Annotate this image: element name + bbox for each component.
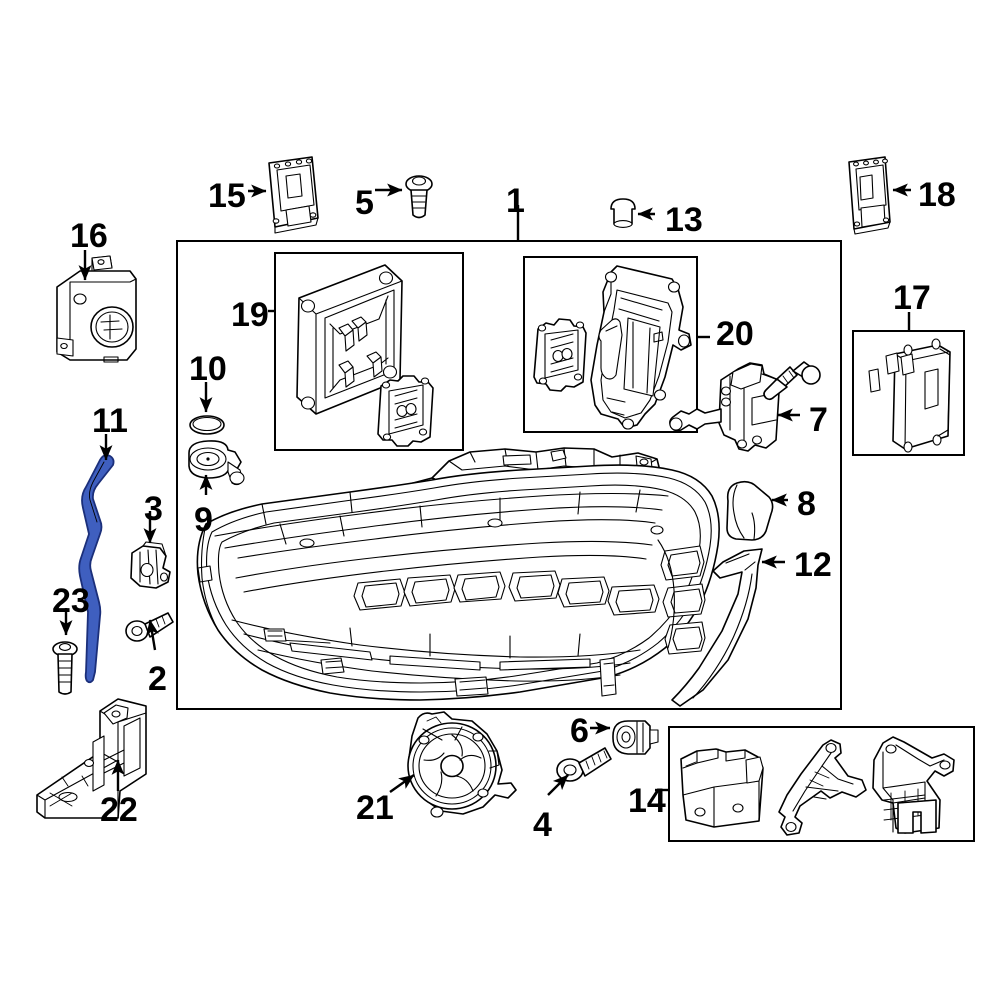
callout-20: 20 xyxy=(716,315,754,353)
part-16-leveling-motor xyxy=(56,255,137,363)
callout-11: 11 xyxy=(92,402,128,440)
part-10-oring-seal xyxy=(189,415,225,435)
part-3-clip-bracket xyxy=(130,541,171,589)
part-7-level-sensor xyxy=(669,361,821,452)
part-14-bracket-set xyxy=(680,736,955,836)
callout-7: 7 xyxy=(809,401,828,439)
callout-12: 12 xyxy=(794,546,832,584)
part-9-adjuster xyxy=(188,440,245,486)
leader-2 xyxy=(146,619,159,651)
leader-21 xyxy=(389,774,415,793)
part-19-led-module-set xyxy=(296,264,434,447)
part-20-projector-bracket-set xyxy=(533,265,692,430)
callout-18: 18 xyxy=(918,176,956,214)
callout-16: 16 xyxy=(70,217,108,255)
callout-14: 14 xyxy=(628,782,666,820)
part-4-bolt xyxy=(556,747,612,782)
part-6-grommet xyxy=(612,720,659,755)
part-21-cooling-fan xyxy=(407,711,517,818)
callout-13: 13 xyxy=(665,201,703,239)
leader-4 xyxy=(547,774,569,796)
box-bracket-set xyxy=(668,726,975,842)
callout-5: 5 xyxy=(355,184,374,222)
callout-22: 22 xyxy=(100,791,138,829)
part-5-flange-screw xyxy=(405,175,433,219)
callout-19: 19 xyxy=(231,296,269,334)
part-15-control-module xyxy=(268,156,319,234)
part-12-trim-strip xyxy=(671,548,763,707)
callout-23: 23 xyxy=(52,582,90,620)
callout-21: 21 xyxy=(356,789,394,827)
part-23-bolt xyxy=(52,641,78,695)
callout-10: 10 xyxy=(189,350,227,388)
part-18-control-module xyxy=(848,156,891,235)
callout-2: 2 xyxy=(148,660,167,698)
callout-6: 6 xyxy=(570,712,589,750)
callout-4: 4 xyxy=(533,806,552,844)
callout-1: 1 xyxy=(506,182,525,220)
part-8-cap-plug xyxy=(726,480,774,541)
part-1-headlamp-assembly xyxy=(196,447,720,701)
leader-lines xyxy=(59,183,911,796)
part-2-screw xyxy=(125,612,174,642)
box-main-assembly xyxy=(176,240,842,710)
part-11-seal-strip-highlighted xyxy=(78,454,115,684)
part-17-ballast-unit xyxy=(868,338,951,453)
callout-8: 8 xyxy=(797,485,816,523)
part-13-cap-plug xyxy=(610,198,636,228)
callout-17: 17 xyxy=(893,279,931,317)
box-projector-set xyxy=(523,256,698,433)
callout-3: 3 xyxy=(144,490,163,528)
callout-15: 15 xyxy=(208,177,246,215)
callout-9: 9 xyxy=(194,501,213,539)
box-led-module-set xyxy=(274,252,464,451)
